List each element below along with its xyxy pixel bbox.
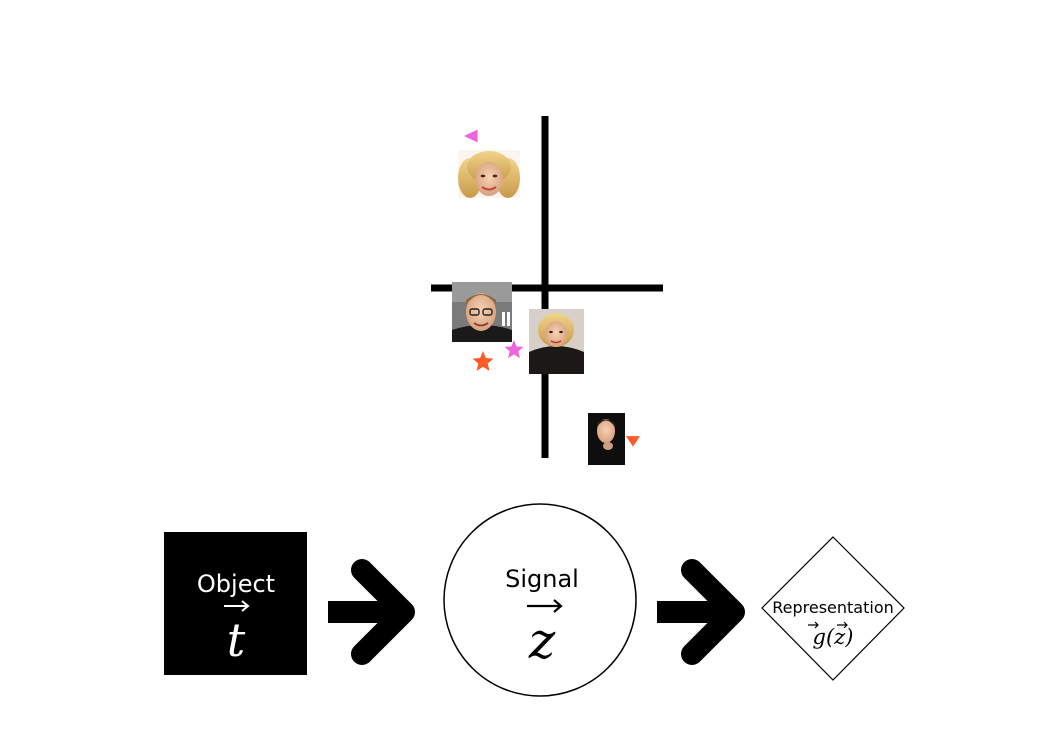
object-label: Object — [197, 570, 275, 598]
representation-symbol: g(z) — [813, 625, 854, 649]
representation-z-arrow — [837, 621, 848, 629]
signal-vector-arrow — [527, 599, 563, 613]
signal-label: Signal — [505, 565, 579, 593]
triangle-left-marker — [464, 129, 478, 143]
arrow-signal-to-representation — [657, 559, 745, 665]
representation-diamond — [761, 536, 905, 681]
signal-circle — [443, 503, 637, 697]
representation-label: Representation — [772, 598, 894, 617]
star-marker — [504, 340, 524, 359]
object-symbol: t — [227, 613, 246, 667]
arrow-object-to-signal — [328, 559, 415, 665]
photo-blonde-woman-black-outfit — [529, 309, 584, 374]
star-marker — [472, 351, 494, 371]
signal-node: Signal z — [443, 503, 637, 697]
object-node: Object t — [164, 532, 307, 675]
photo-blonde-woman-smiling — [458, 150, 520, 198]
signal-symbol: z — [528, 612, 556, 670]
photo-man-with-glasses — [452, 282, 512, 342]
triangle-down-marker — [626, 436, 640, 447]
object-vector-arrow — [224, 600, 250, 612]
object-box — [164, 532, 307, 675]
photo-man-in-dark-suit — [588, 413, 625, 465]
representation-node: Representation g(z) — [761, 536, 905, 681]
markers — [464, 129, 640, 447]
representation-g-arrow — [808, 621, 819, 629]
